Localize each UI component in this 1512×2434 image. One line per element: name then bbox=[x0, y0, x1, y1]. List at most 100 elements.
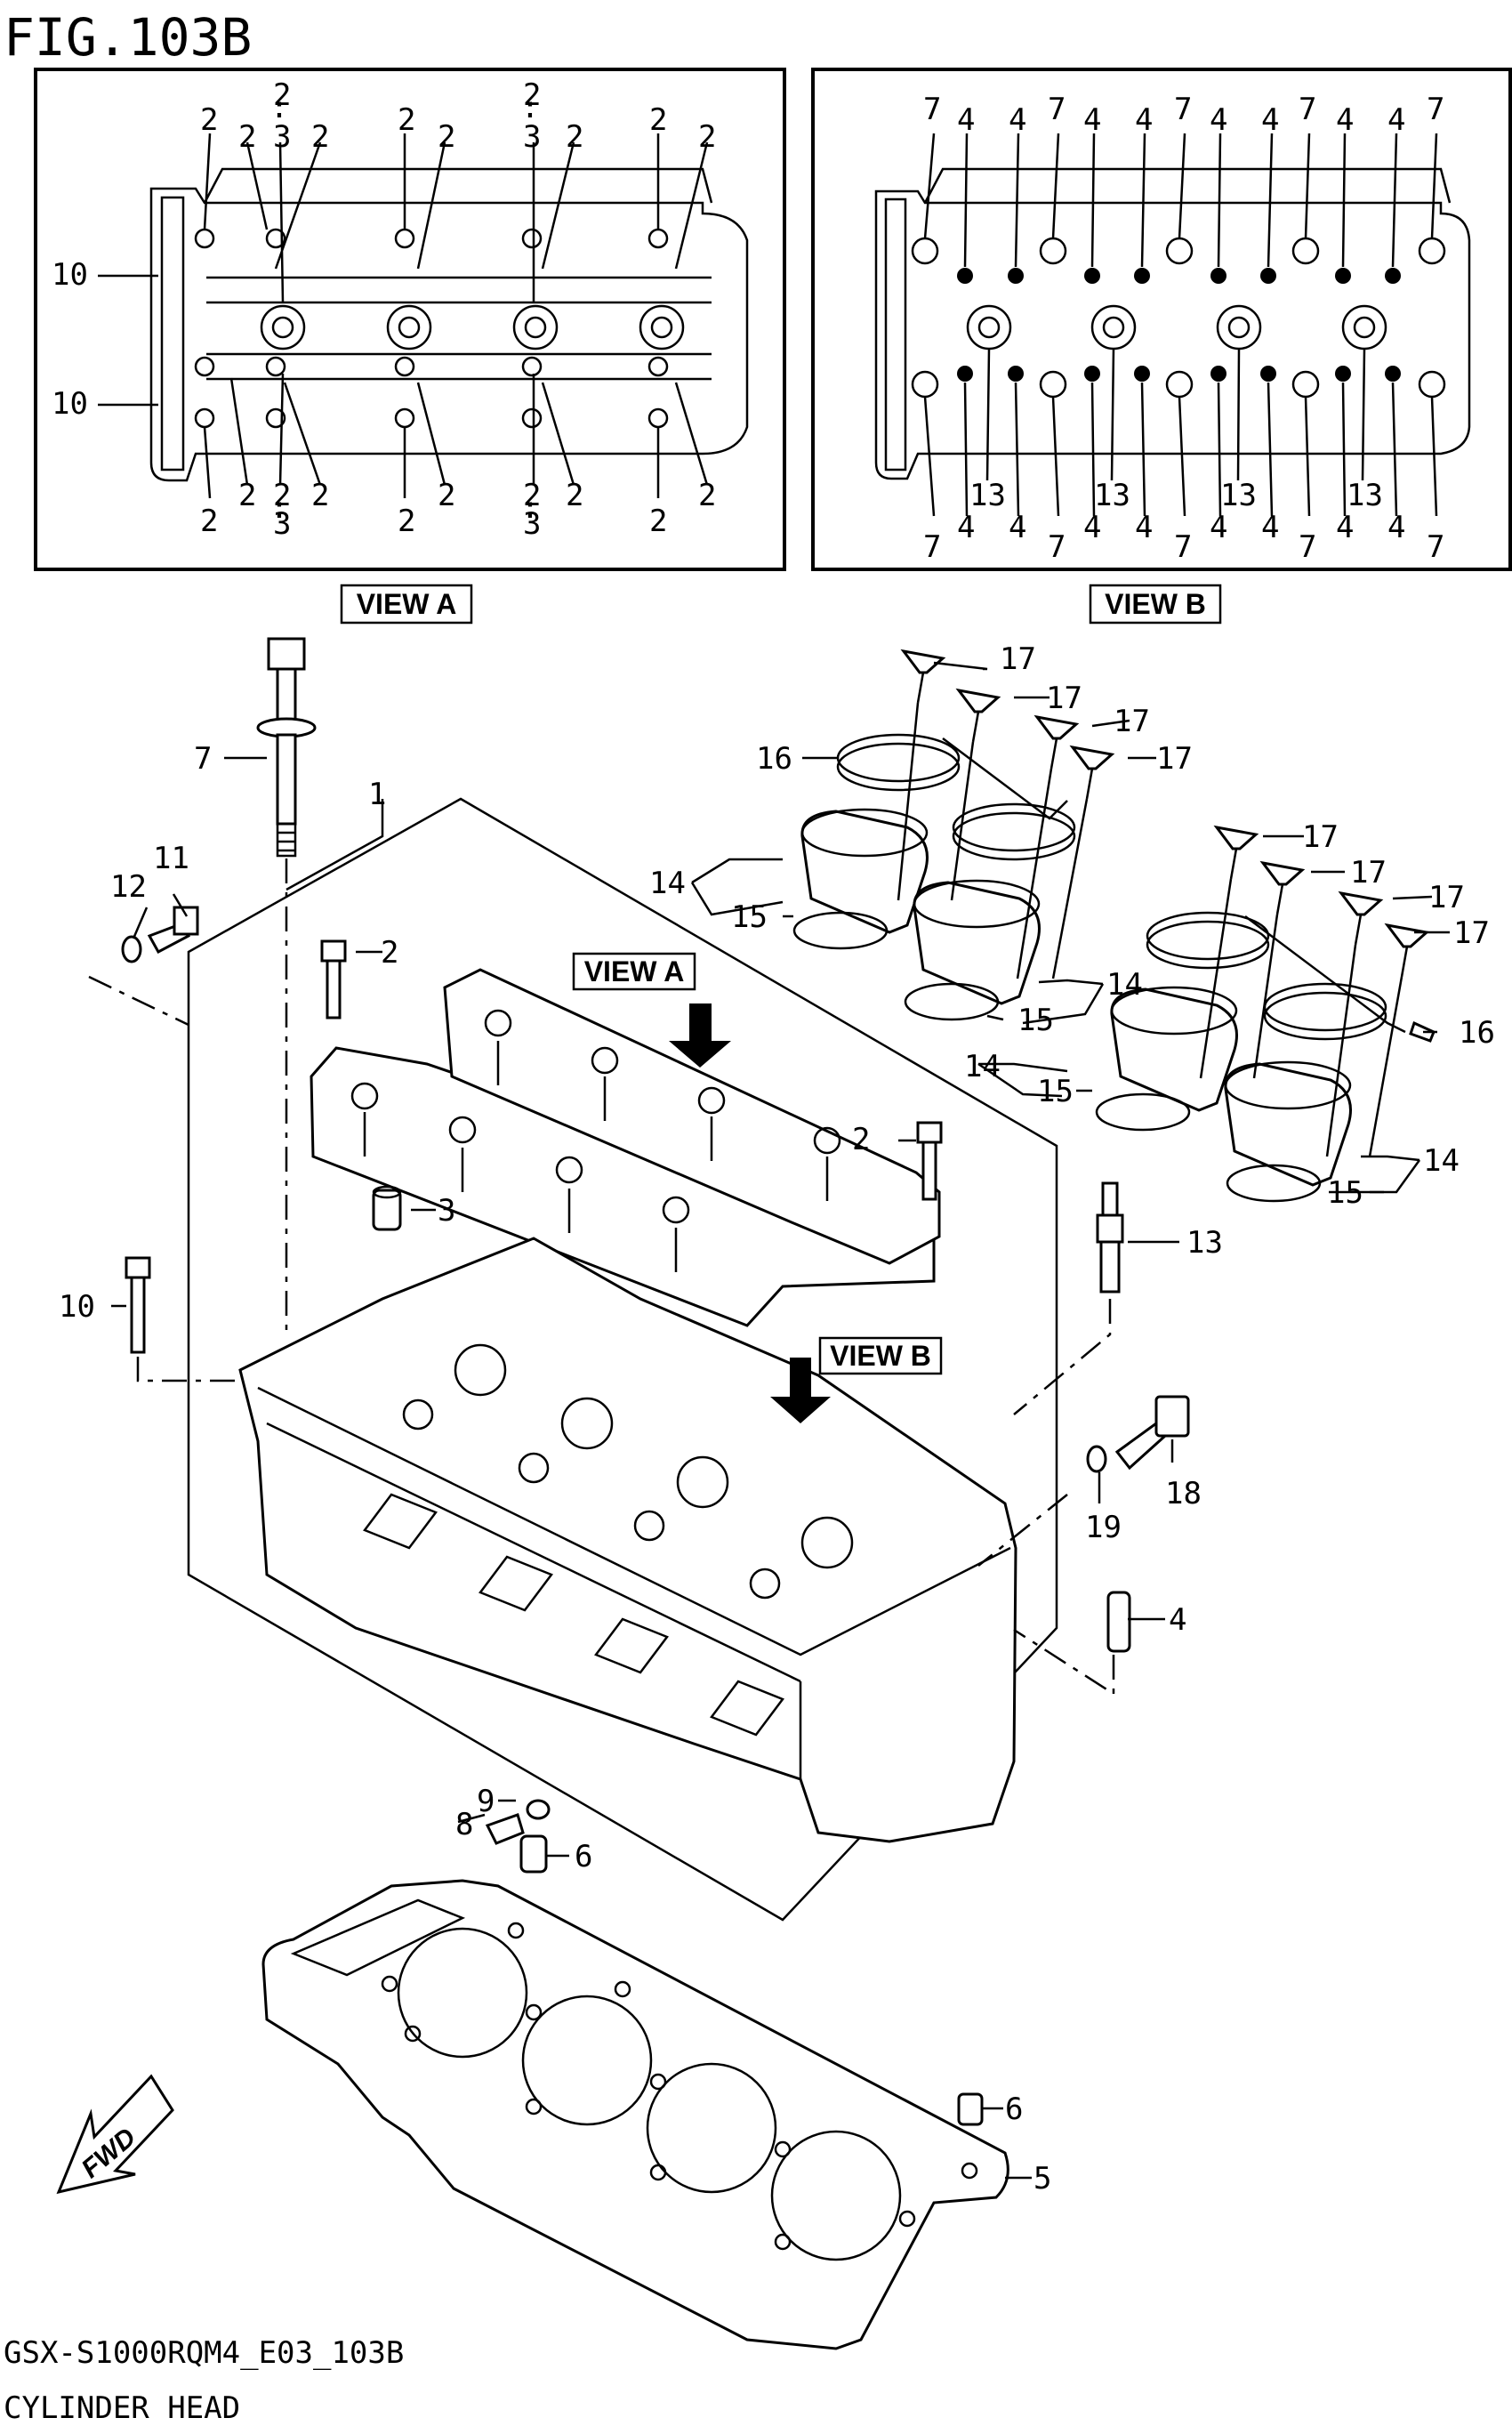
figure-title: FIG.103B bbox=[4, 7, 252, 68]
view-a-label-bottom: 2 bbox=[438, 478, 455, 513]
view-a-label-top: 3 bbox=[273, 119, 291, 155]
page-name: CYLINDER HEAD bbox=[4, 2390, 240, 2426]
callout-part-19: 19 bbox=[1085, 1510, 1122, 1545]
view-a-label-bottom: 2 bbox=[273, 478, 291, 513]
view-a-label-left: 10 bbox=[52, 386, 88, 422]
callout-part-18: 18 bbox=[1165, 1476, 1202, 1511]
callout-part-11: 11 bbox=[153, 841, 189, 876]
view-a-label-bottom: 2 bbox=[523, 478, 541, 513]
view-a-label-top: 2 bbox=[398, 102, 415, 138]
intake-pipes-upper bbox=[792, 733, 1076, 1021]
view-b-label-bottom: 4 bbox=[1135, 510, 1153, 545]
side-bolt-10 bbox=[125, 1256, 240, 1382]
view-b-label-top: 7 bbox=[1048, 92, 1066, 127]
view-a-label-left: 10 bbox=[52, 257, 88, 293]
dowel-pin-4 bbox=[1013, 1591, 1131, 1697]
view-b-label-bottom: 7 bbox=[1174, 529, 1192, 565]
view-b-label-bottom: 4 bbox=[1210, 510, 1227, 545]
part-1-boundary bbox=[187, 797, 1058, 1922]
view-b-label-top: 4 bbox=[957, 102, 975, 138]
callout-part-3: 3 bbox=[438, 1193, 455, 1229]
intake-pipes-lower bbox=[1095, 911, 1436, 1203]
view-b-label-bottom: 7 bbox=[1299, 529, 1316, 565]
view-a-frame bbox=[34, 68, 786, 571]
view-b-label-top: 4 bbox=[1336, 102, 1354, 138]
svg-text::: : bbox=[270, 90, 288, 125]
svg-text:VIEW B: VIEW B bbox=[1105, 588, 1206, 620]
holder-bolt-left bbox=[320, 939, 347, 1020]
view-b-label-top: 4 bbox=[1387, 102, 1405, 138]
view-a-label-top: 2 bbox=[698, 119, 716, 155]
view-b-label-top: 4 bbox=[1009, 102, 1026, 138]
callout-part-13: 13 bbox=[1186, 1225, 1223, 1261]
view-b-label-bottom: 4 bbox=[957, 510, 975, 545]
callout-part-17: 17 bbox=[1114, 704, 1150, 739]
view-b-label-mid: 13 bbox=[969, 478, 1006, 513]
view-a-label-bottom: 2 bbox=[698, 478, 716, 513]
dowel-pin-3 bbox=[372, 1185, 402, 1231]
svg-text:VIEW B: VIEW B bbox=[830, 1340, 931, 1372]
callout-part-2: 2 bbox=[852, 1122, 870, 1157]
view-a-label-bottom: 3 bbox=[523, 506, 541, 542]
small-bolt-washer-dowel bbox=[485, 1799, 551, 1874]
callout-part-15: 15 bbox=[731, 899, 768, 935]
callout-part-15: 15 bbox=[1327, 1175, 1363, 1211]
callout-part-6: 6 bbox=[1005, 2091, 1023, 2127]
view-b-pointer: VIEW B bbox=[770, 1336, 943, 1423]
dowel-pin-6-lower bbox=[957, 2092, 984, 2126]
callout-part-10: 10 bbox=[59, 1289, 95, 1325]
view-a-label-top: 2 bbox=[311, 119, 329, 155]
view-b-label-mid: 13 bbox=[1220, 478, 1257, 513]
svg-text::: : bbox=[521, 90, 539, 125]
callout-part-15: 15 bbox=[1037, 1074, 1074, 1109]
view-b-label-bottom: 4 bbox=[1387, 510, 1405, 545]
intake-screws bbox=[897, 649, 1430, 1157]
callout-part-9: 9 bbox=[477, 1784, 495, 1819]
callout-part-17: 17 bbox=[1000, 641, 1036, 677]
view-b-spark-wells bbox=[966, 304, 1387, 351]
svg-text:VIEW A: VIEW A bbox=[584, 955, 685, 987]
callout-part-17: 17 bbox=[1046, 681, 1082, 716]
camshaft-holders bbox=[310, 968, 941, 1327]
view-a-label-bottom: 2 bbox=[566, 478, 583, 513]
model-code: GSX-S1000RQM4_E03_103B bbox=[4, 2335, 404, 2371]
view-b-label-top: 7 bbox=[923, 92, 941, 127]
callout-part-16: 16 bbox=[1459, 1015, 1495, 1051]
callout-part-17: 17 bbox=[1156, 741, 1193, 777]
view-a-label-bottom: 2 bbox=[200, 504, 218, 539]
view-b-label-bottom: 4 bbox=[1009, 510, 1026, 545]
view-a-label-top: 2 bbox=[273, 77, 291, 113]
view-b-tag: VIEW B bbox=[1089, 584, 1222, 625]
callout-part-1: 1 bbox=[368, 777, 386, 812]
view-a-label-top: 2 bbox=[238, 119, 256, 155]
view-b-label-top: 4 bbox=[1261, 102, 1279, 138]
view-b-label-bottom: 4 bbox=[1083, 510, 1101, 545]
view-b-label-mid: 13 bbox=[1347, 478, 1383, 513]
view-a-label-top: 2 bbox=[200, 102, 218, 138]
view-b-label-bottom: 4 bbox=[1261, 510, 1279, 545]
callout-part-5: 5 bbox=[1033, 2161, 1051, 2196]
view-a-label-bottom: 2 bbox=[238, 478, 256, 513]
view-a-spark-wells bbox=[260, 304, 685, 351]
head-gasket bbox=[261, 1879, 1009, 2350]
view-b-label-bottom: 7 bbox=[1427, 529, 1444, 565]
view-a-label-bottom: 2 bbox=[311, 478, 329, 513]
callout-part-16: 16 bbox=[756, 741, 792, 777]
callout-part-8: 8 bbox=[455, 1807, 473, 1842]
svg-text::: : bbox=[270, 490, 288, 526]
view-b-frame bbox=[811, 68, 1512, 571]
callout-part-14: 14 bbox=[1423, 1143, 1460, 1179]
view-a-label-bottom: 2 bbox=[649, 504, 667, 539]
long-head-bolt bbox=[256, 637, 317, 1334]
view-b-label-top: 4 bbox=[1210, 102, 1227, 138]
callout-numbers: 1 2 2 3 4 5 6 6 7 8 9 10 11 12 13 14 14 … bbox=[59, 641, 1495, 2196]
view-a-inset: 2 2 2 3 2 2 2 2 3 2 2 2 : : 2 2 2 3 2 2 … bbox=[34, 68, 786, 571]
callout-part-4: 4 bbox=[1169, 1602, 1186, 1638]
spark-plug bbox=[1013, 1181, 1124, 1415]
callout-part-17: 17 bbox=[1350, 855, 1387, 891]
svg-text::: : bbox=[521, 490, 539, 526]
view-b-label-top: 7 bbox=[1174, 92, 1192, 127]
view-b-label-bottom: 7 bbox=[1048, 529, 1066, 565]
view-b-label-top: 4 bbox=[1135, 102, 1153, 138]
